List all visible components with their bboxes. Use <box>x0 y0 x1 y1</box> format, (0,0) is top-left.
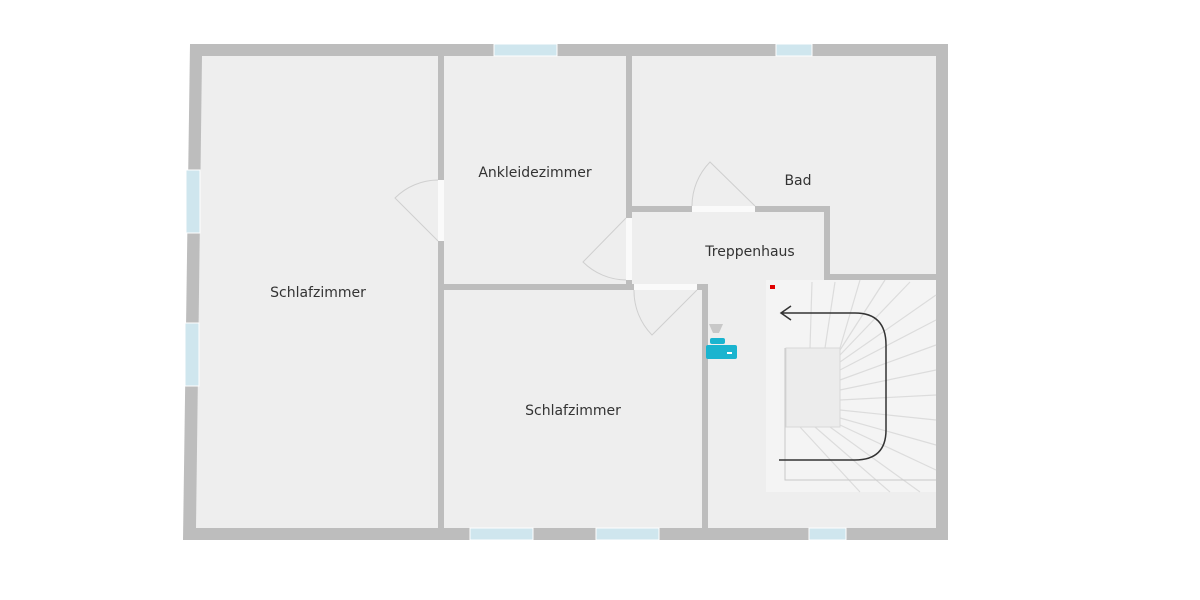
door <box>394 179 439 242</box>
room-label-bad: Bad <box>784 173 811 189</box>
window <box>493 43 558 57</box>
room-label-treppenhaus: Treppenhaus <box>704 244 794 260</box>
marker-icon <box>770 285 775 289</box>
window <box>469 527 534 541</box>
room-label-schlafzimmer-2: Schlafzimmer <box>525 403 621 419</box>
printer-icon <box>706 324 737 359</box>
window <box>184 322 200 387</box>
window <box>808 527 847 541</box>
direction-arrow-icon <box>779 305 887 461</box>
door <box>691 161 756 207</box>
windows <box>184 43 847 541</box>
door <box>633 289 698 336</box>
staircase-icon <box>766 279 937 493</box>
room-label-ankleidezimmer: Ankleidezimmer <box>478 165 592 181</box>
window <box>595 527 660 541</box>
door <box>582 217 627 281</box>
doors <box>394 161 756 336</box>
window <box>775 43 813 57</box>
floor <box>196 56 936 528</box>
room-label-schlafzimmer-1: Schlafzimmer <box>270 285 366 301</box>
window <box>185 169 201 234</box>
